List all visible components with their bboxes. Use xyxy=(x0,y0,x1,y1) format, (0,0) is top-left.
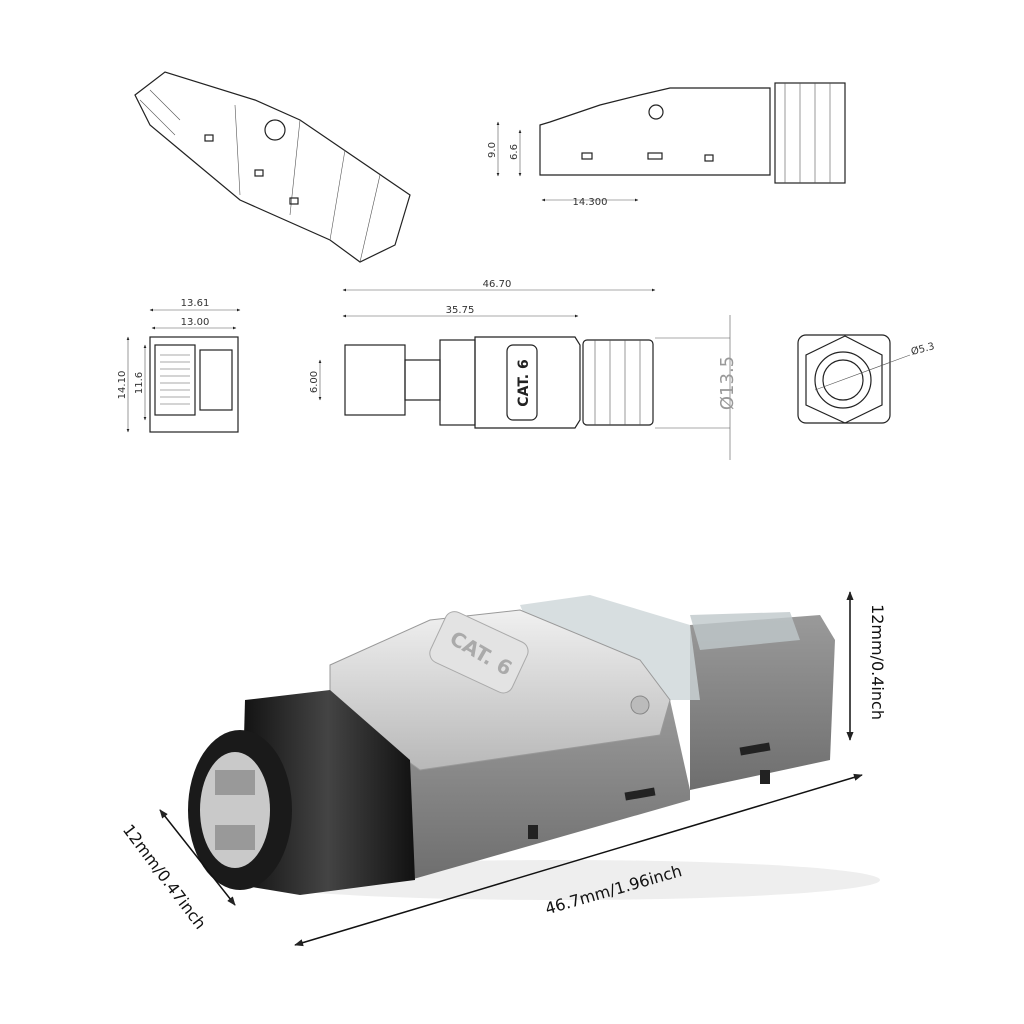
dim-height-inner: 6.6 xyxy=(509,144,520,160)
top-view: CAT. 6 46.70 35.75 6.00 Ø13.5 xyxy=(309,279,738,460)
dim-width-inner: 13.00 xyxy=(181,317,210,328)
dim-height-inner: 11.6 xyxy=(134,372,145,394)
cat6-label: CAT. 6 xyxy=(516,359,532,406)
dim-cable-diameter: Ø5.3 xyxy=(910,340,936,358)
isometric-view xyxy=(134,71,411,263)
dim-plug-width: 6.00 xyxy=(309,371,320,393)
dim-width-outer: 13.61 xyxy=(181,298,210,309)
end-view: Ø5.3 xyxy=(797,334,936,424)
dim-height-outer: 14.10 xyxy=(117,371,128,400)
front-view: 13.61 13.00 14.10 11.6 xyxy=(117,298,241,433)
height-measure: 12mm/0.4inch xyxy=(868,604,887,720)
product-photo: CAT. 6 12mm/0.4inch 12mm/0.47inch 46.7mm… xyxy=(119,591,887,947)
dim-diameter: Ø13.5 xyxy=(717,356,738,410)
dim-height-total: 9.0 xyxy=(487,142,498,158)
dim-body-length: 35.75 xyxy=(446,305,475,316)
side-view: 9.0 6.6 14.300 xyxy=(487,82,846,208)
dim-length: 14.300 xyxy=(573,197,608,208)
dim-overall-length: 46.70 xyxy=(483,279,512,290)
